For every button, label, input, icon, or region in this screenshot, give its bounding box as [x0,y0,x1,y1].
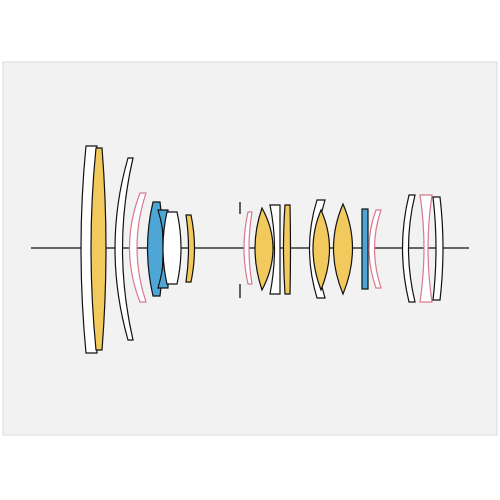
lens-element-7 [185,214,196,283]
lens-element-3 [114,157,134,341]
lens-element-11 [282,204,292,295]
lens-element-19 [432,196,444,301]
lens-element-8-aspherical [243,211,253,285]
rear-group [308,194,444,303]
lens-element-6 [162,211,182,285]
lens-element-13 [312,208,331,292]
lens-element-2 [90,147,107,351]
lens-element-9 [254,206,274,292]
lens-element-4-aspherical [128,192,147,303]
lens-element-16-aspherical [368,209,382,289]
middle-group [243,204,292,295]
lens-element-18-aspherical [419,194,433,303]
lens-element-15-ud [361,208,369,290]
lens-element-17 [401,194,416,303]
lens-element-14 [332,202,354,296]
front-group [80,145,196,354]
lens-element-10 [269,204,281,295]
